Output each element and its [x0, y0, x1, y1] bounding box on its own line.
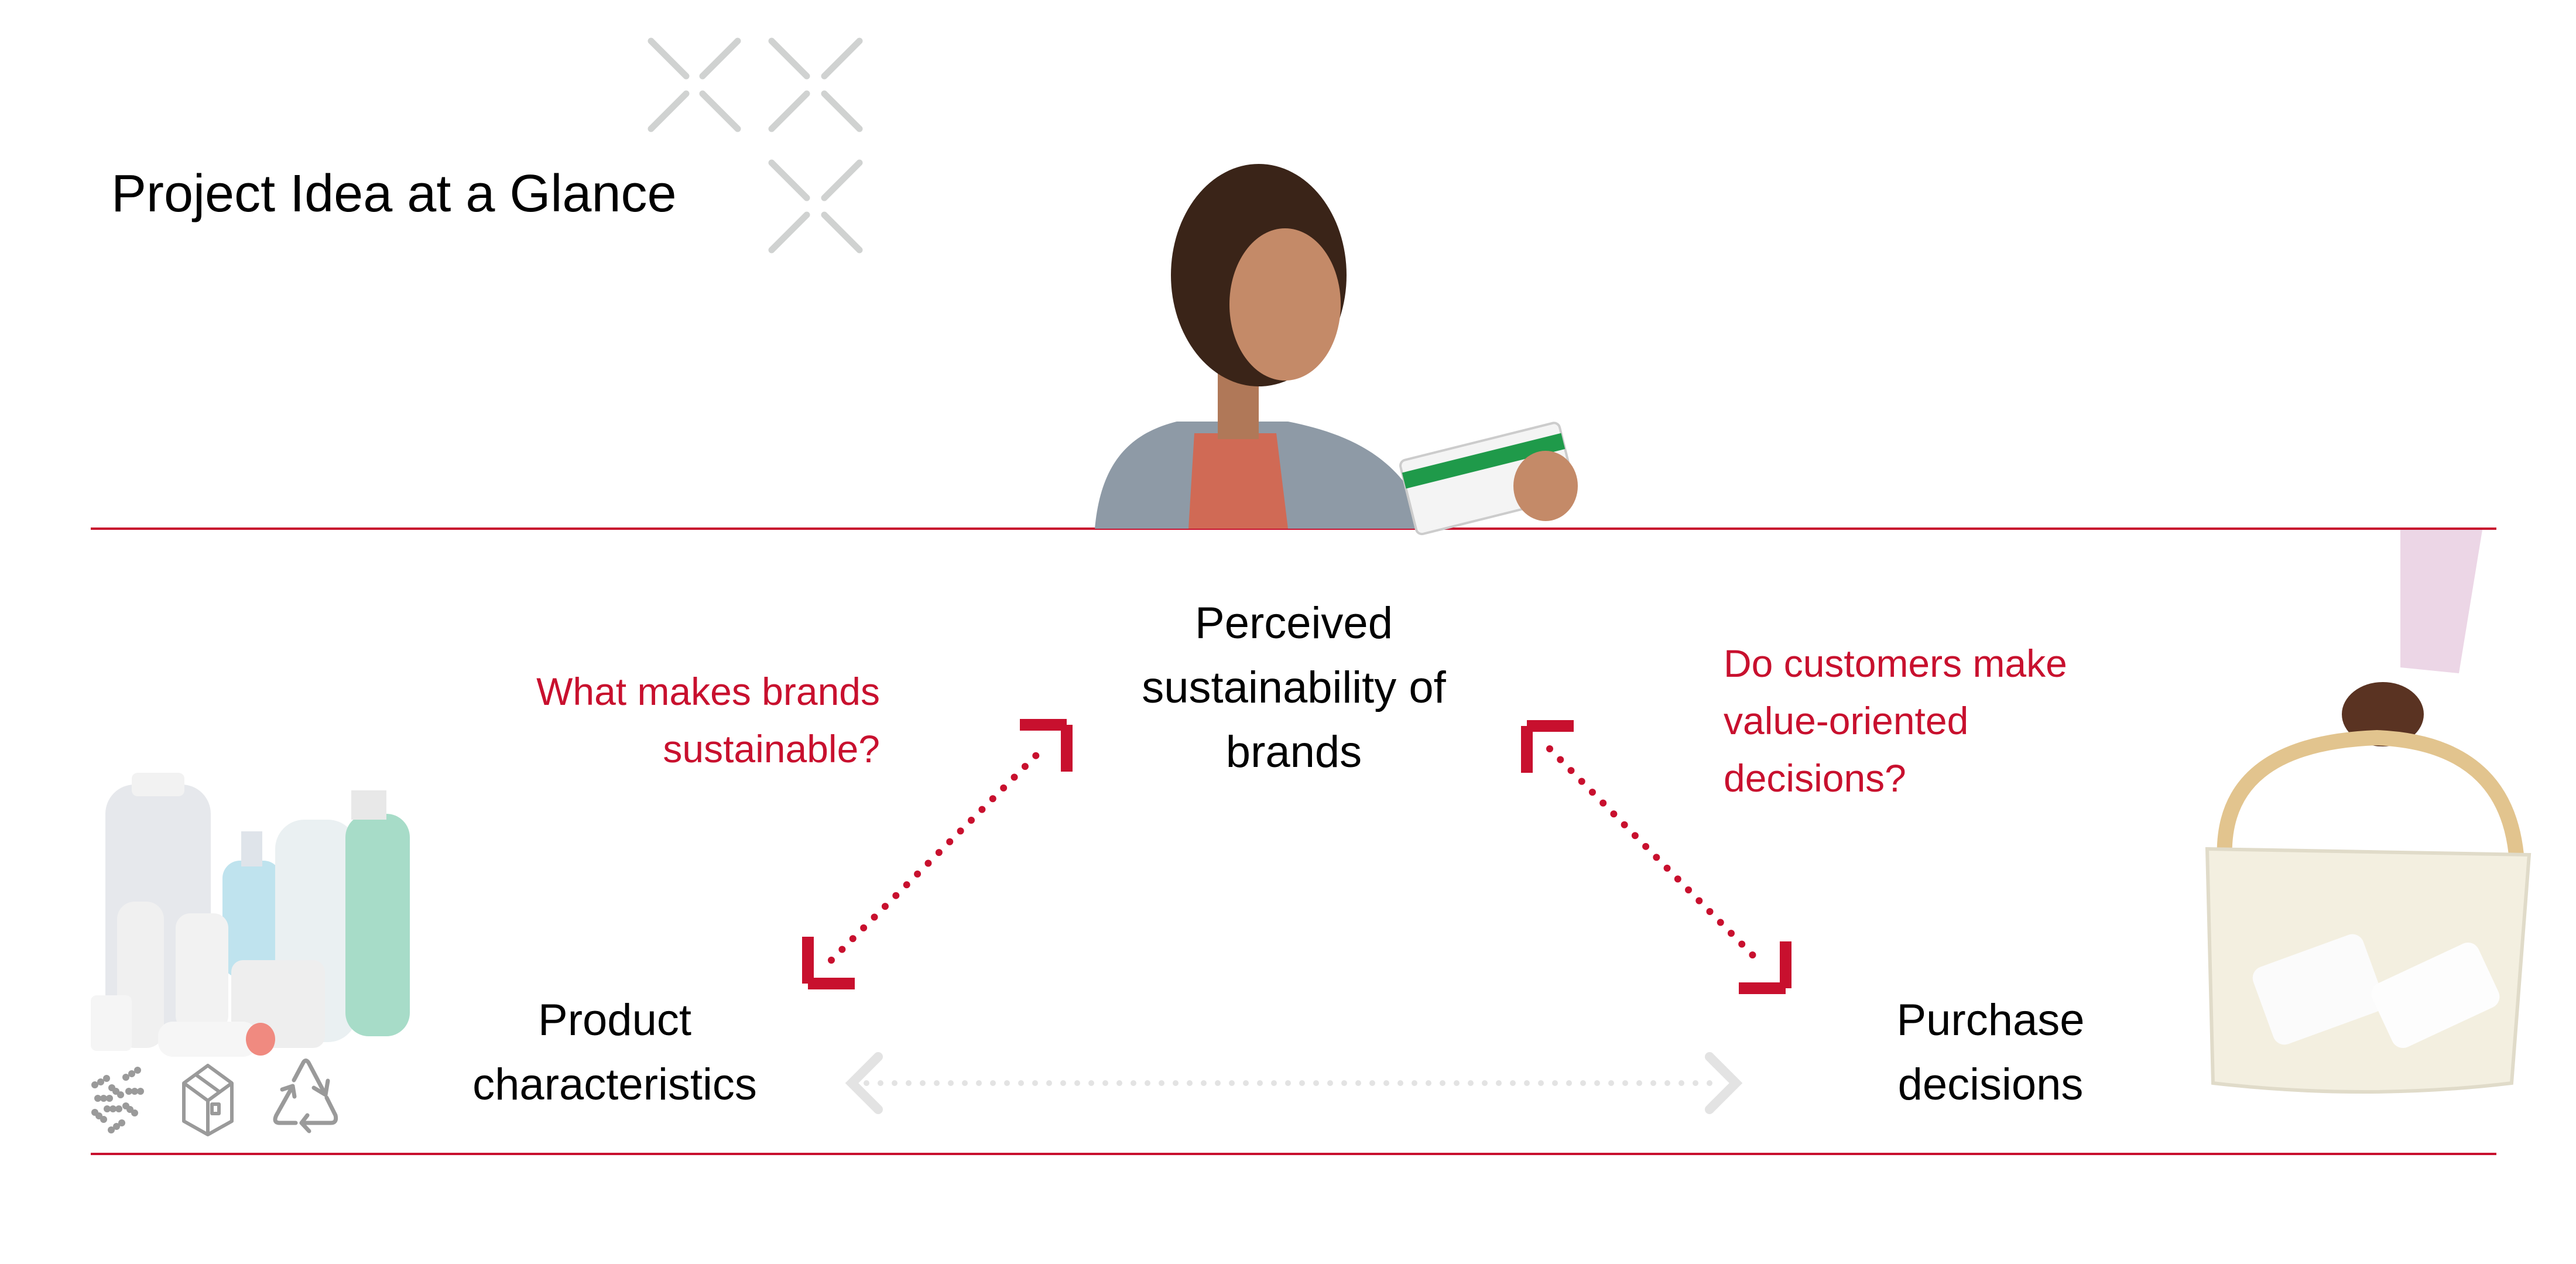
node-line: sustainability of: [1142, 663, 1446, 713]
decorative-x-pattern: [648, 37, 863, 254]
node-line: characteristics: [472, 1060, 757, 1109]
node-line: decisions: [1897, 1060, 2084, 1109]
question-what-makes-brands-sustainable: What makes brands sustainable?: [536, 663, 880, 777]
node-line: Purchase: [1896, 995, 2085, 1045]
arrow-perceived-to-purchase: [1521, 720, 1791, 994]
arrow-product-to-purchase: [845, 1052, 1743, 1114]
question-line: Do customers make: [1724, 642, 2067, 685]
particles-icon: [91, 1067, 144, 1133]
box-icon: [182, 1064, 234, 1136]
basket-in-hand-photo: [2205, 530, 2532, 1094]
node-line: brands: [1225, 727, 1362, 777]
node-line: Product: [538, 995, 691, 1045]
recycle-icon: [273, 1059, 338, 1133]
question-line: decisions?: [1724, 756, 1906, 800]
node-purchase-decisions: Purchase decisions: [1815, 988, 2166, 1117]
node-product-characteristics: Product characteristics: [410, 988, 820, 1117]
node-perceived-sustainability: Perceived sustainability of brands: [1089, 591, 1499, 785]
question-line: What makes brands: [536, 670, 880, 713]
question-value-oriented-decisions: Do customers make value-oriented decisio…: [1724, 635, 2067, 807]
arrow-product-to-perceived: [802, 719, 1073, 989]
plastic-bottles-photo: [91, 773, 410, 1057]
page-title: Project Idea at a Glance: [111, 165, 677, 223]
woman-reading-label-photo: [1095, 164, 1578, 536]
question-line: sustainable?: [663, 727, 880, 770]
question-line: value-oriented: [1724, 699, 1969, 742]
node-line: Perceived: [1195, 598, 1393, 648]
